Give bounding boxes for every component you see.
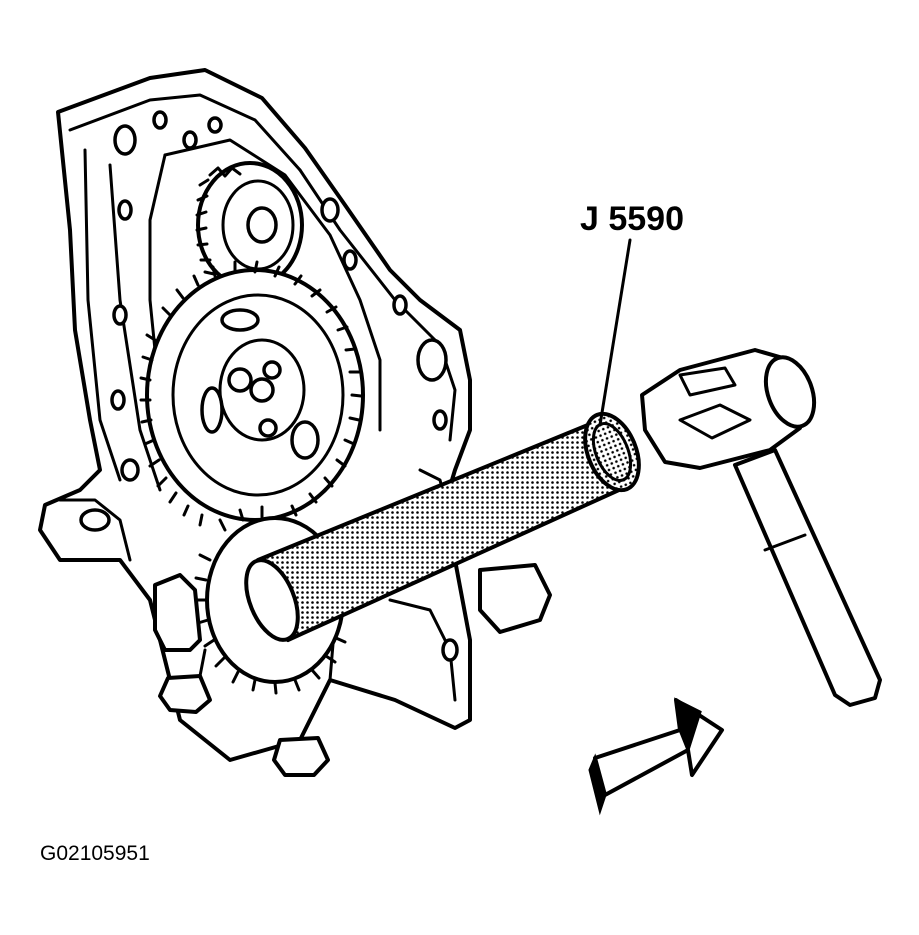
callout-leader-line	[598, 238, 632, 427]
lower-bolts	[153, 563, 552, 777]
cam-gear	[139, 260, 365, 527]
bolt-holes	[79, 110, 459, 662]
tool-callout-label: J 5590	[580, 200, 684, 238]
figure-id: G02105951	[40, 842, 150, 865]
hammer	[640, 348, 882, 707]
direction-arrow	[588, 697, 724, 816]
tool-j5590	[244, 411, 641, 642]
